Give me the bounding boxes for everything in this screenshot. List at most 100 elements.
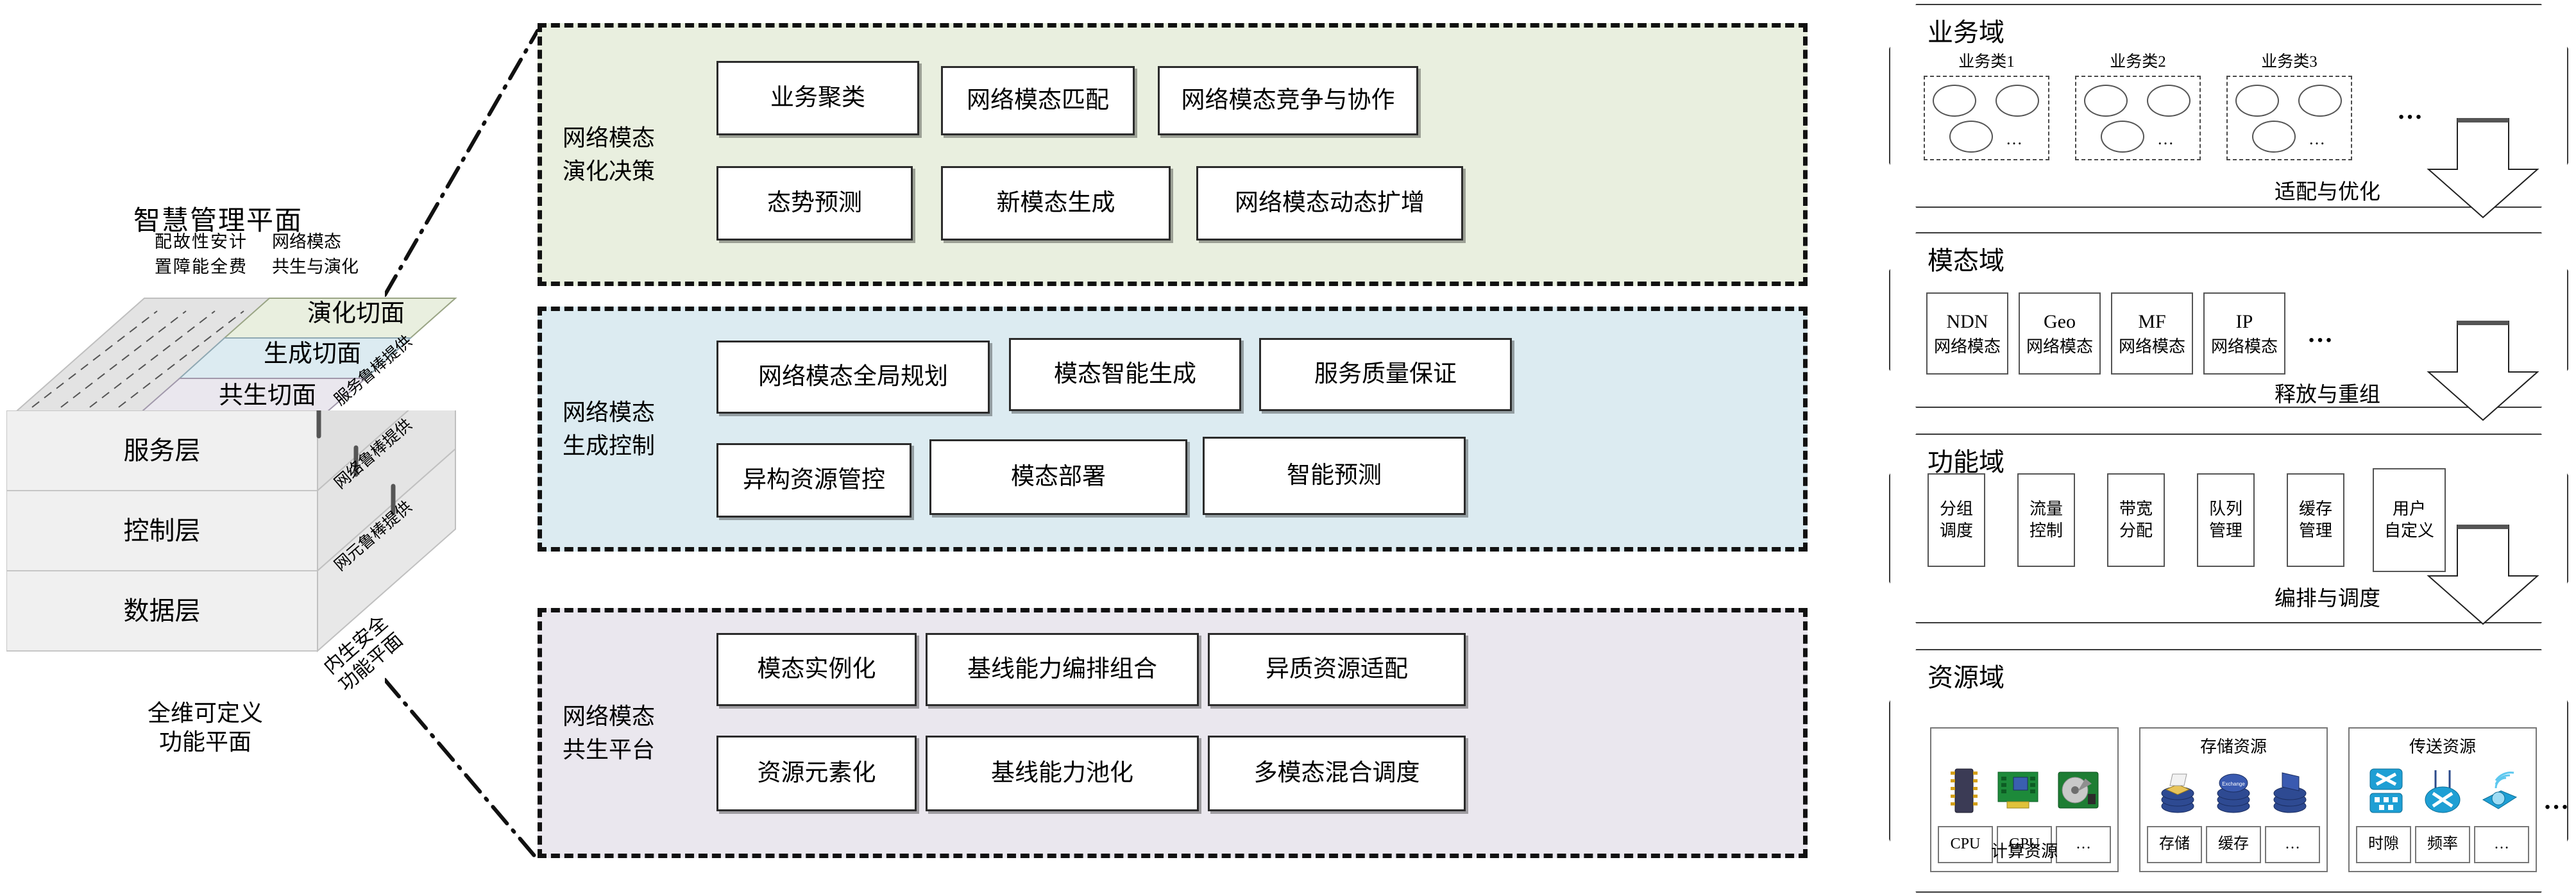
cell-modal-instantiation[interactable]: 模态实例化 xyxy=(716,633,917,706)
business-ellipsis: … xyxy=(2309,130,2326,148)
layer-service: 服务层 xyxy=(123,435,201,465)
cell-modal-deployment[interactable]: 模态部署 xyxy=(929,439,1187,515)
switch-icon xyxy=(2369,768,2403,813)
modal-item-ip[interactable]: IP 网络模态 xyxy=(2203,292,2285,375)
modal-label-line1: 网络模态 xyxy=(272,232,341,251)
modal-item-name: MF xyxy=(2138,311,2166,333)
cell-situation-prediction[interactable]: 态势预测 xyxy=(716,166,913,240)
business-class-group[interactable]: 业务类2 … xyxy=(2075,49,2201,160)
func-item-user-defined[interactable]: 用户 自定义 xyxy=(2373,468,2446,572)
transport-tag-more[interactable]: … xyxy=(2474,826,2529,863)
fcaps-char: 配 xyxy=(155,232,172,251)
fcaps-char: 置 xyxy=(155,257,172,277)
compute-tag-more[interactable]: … xyxy=(2056,826,2111,863)
arrow-label-adapt-optimize: 适配与优化 xyxy=(2275,181,2380,204)
storage-tag-store[interactable]: 存储 xyxy=(2147,826,2202,863)
fcaps-char: 故 xyxy=(173,232,191,251)
compute-group-caption: 计算资源 xyxy=(1990,842,2058,861)
router-icon xyxy=(2425,770,2461,813)
cell-business-clustering[interactable]: 业务聚类 xyxy=(716,61,919,135)
func-item-queue-management[interactable]: 队列 管理 xyxy=(2197,473,2255,567)
func-item-line2: 管理 xyxy=(2298,521,2332,540)
modal-item-name: Geo xyxy=(2044,311,2076,333)
cell-modal-competition[interactable]: 网络模态竞争与协作 xyxy=(1158,66,1418,135)
fcaps-char: 安 xyxy=(210,232,228,251)
resource-group-transport[interactable]: 传送资源 时隙 频率 … xyxy=(2348,727,2537,872)
cell-intelligent-prediction[interactable]: 智能预测 xyxy=(1203,437,1466,515)
cell-global-planning[interactable]: 网络模态全局规划 xyxy=(716,341,990,414)
func-item-line2: 控制 xyxy=(2029,521,2063,540)
arrow-orchestrate-schedule-icon xyxy=(2427,525,2539,625)
panel-evolution-title-line2: 演化决策 xyxy=(562,158,655,184)
cell-intelligent-generation[interactable]: 模态智能生成 xyxy=(1009,338,1241,411)
storage-tag-cache[interactable]: 缓存 xyxy=(2206,826,2261,863)
domain-resource-title: 资源域 xyxy=(1928,663,2004,692)
arrow-release-recombine-icon xyxy=(2427,321,2539,421)
panel-symbiosis-platform: 网络模态 共生平台 模态实例化 基线能力编排组合 异质资源适配 资源元素化 基线… xyxy=(538,608,1808,858)
storage-tag-more[interactable]: … xyxy=(2265,826,2320,863)
resource-group-storage[interactable]: 存储资源 Exchange xyxy=(2139,727,2328,872)
func-item-bandwidth-allocation[interactable]: 带宽 分配 xyxy=(2107,473,2165,567)
cell-qos-guarantee[interactable]: 服务质量保证 xyxy=(1259,338,1512,411)
arrow-label-release-recombine: 释放与重组 xyxy=(2275,384,2380,407)
func-item-packet-scheduling[interactable]: 分组 调度 xyxy=(1928,473,1985,567)
domain-business-title: 业务域 xyxy=(1928,18,2004,47)
transport-icons xyxy=(2350,755,2536,826)
business-class-box: … xyxy=(1924,76,2049,160)
business-class-label: 业务类1 xyxy=(1958,53,2015,71)
transport-tag-timeslot[interactable]: 时隙 xyxy=(2356,826,2411,863)
service-oval xyxy=(1996,85,2039,117)
panel-symbiosis-title-line1: 网络模态 xyxy=(562,703,655,729)
cell-resource-elementization[interactable]: 资源元素化 xyxy=(716,736,917,811)
panel-symbiosis-title: 网络模态 共生平台 xyxy=(557,700,660,766)
func-item-cache-management[interactable]: 缓存 管理 xyxy=(2287,473,2344,567)
storage-group-caption: 存储资源 xyxy=(2199,738,2267,756)
fcaps-columns: 配 故 性 安 计 置 障 能 全 费 xyxy=(155,230,246,280)
cell-baseline-pooling[interactable]: 基线能力池化 xyxy=(926,736,1199,811)
panel-generation-control: 网络模态 生成控制 网络模态全局规划 模态智能生成 服务质量保证 异构资源管控 … xyxy=(538,307,1808,552)
func-item-flow-control[interactable]: 流量 控制 xyxy=(2017,473,2075,567)
business-class-label: 业务类3 xyxy=(2261,53,2318,71)
cell-new-modal-generation[interactable]: 新模态生成 xyxy=(941,166,1171,240)
arrow-label-orchestrate-schedule: 编排与调度 xyxy=(2275,587,2380,611)
service-oval xyxy=(2101,121,2144,153)
business-class-group[interactable]: 业务类3 … xyxy=(2226,49,2352,160)
slice-label-evolution: 演化切面 xyxy=(307,300,405,328)
modal-item-mf[interactable]: MF 网络模态 xyxy=(2111,292,2193,375)
cell-modal-dynamic-augment[interactable]: 网络模态动态扩增 xyxy=(1196,166,1463,240)
panel-symbiosis-title-line2: 共生平台 xyxy=(562,737,655,763)
modal-item-geo[interactable]: Geo 网络模态 xyxy=(2019,292,2101,375)
cell-modal-matching[interactable]: 网络模态匹配 xyxy=(941,66,1135,135)
service-oval xyxy=(2235,85,2279,117)
storage-icons: Exchange xyxy=(2140,755,2326,826)
service-oval xyxy=(1949,121,1993,153)
layer-control: 控制层 xyxy=(123,516,201,545)
modal-label-line2: 共生与演化 xyxy=(272,257,359,277)
func-item-line1: 缓存 xyxy=(2298,500,2332,519)
fcaps-char: 能 xyxy=(192,257,209,277)
bottom-caption-line2: 功能平面 xyxy=(158,729,251,755)
cell-baseline-orchestration[interactable]: 基线能力编排组合 xyxy=(926,633,1199,706)
cell-heterogeneous-resource-control[interactable]: 异构资源管控 xyxy=(716,443,911,518)
compute-tag-cpu[interactable]: CPU xyxy=(1938,826,1993,863)
business-class-group[interactable]: 业务类1 … xyxy=(1924,49,2049,160)
fcaps-char: 计 xyxy=(229,232,246,251)
compute-tag-gpu[interactable]: GPU xyxy=(1997,826,2052,863)
panel-evolution-title-line1: 网络模态 xyxy=(562,124,655,151)
cell-multimodal-scheduling[interactable]: 多模态混合调度 xyxy=(1208,736,1466,811)
cell-heterogeneous-adaptation[interactable]: 异质资源适配 xyxy=(1208,633,1466,706)
business-ellipsis: … xyxy=(2157,130,2175,148)
func-item-line1: 分组 xyxy=(1939,500,1973,519)
compute-tags: CPU GPU … xyxy=(1938,826,2111,863)
domain-business: 业务域 业务类1 … 业务类2 … 业务类3 … … xyxy=(1889,4,2568,208)
layer-data: 数据层 xyxy=(123,596,201,625)
domain-modal: 模态域 NDN 网络模态 Geo 网络模态 MF 网络模态 IP 网络模态 … xyxy=(1889,232,2568,408)
panel-generation-title: 网络模态 生成控制 xyxy=(557,396,660,462)
domain-resource: 资源域 CPU GPU xyxy=(1889,649,2568,893)
modal-item-ndn[interactable]: NDN 网络模态 xyxy=(1926,292,2008,375)
cube-top-surface xyxy=(6,298,457,421)
transport-tag-frequency[interactable]: 频率 xyxy=(2415,826,2470,863)
database-icon xyxy=(2273,772,2306,813)
transport-group-caption: 传送资源 xyxy=(2409,738,2476,756)
resource-group-compute[interactable]: CPU GPU … 计算资源 xyxy=(1930,727,2119,872)
